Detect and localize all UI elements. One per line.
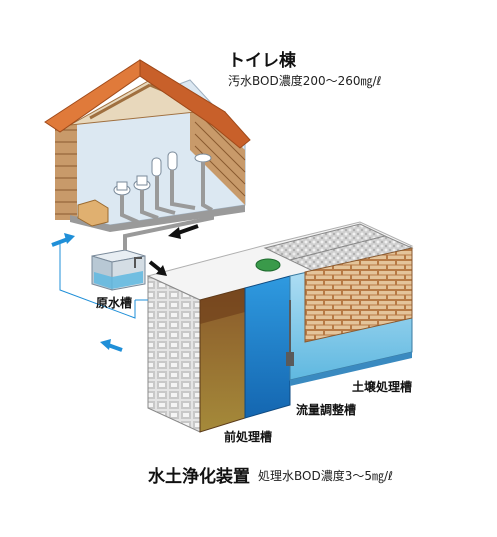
- arrow-sewage: [177, 224, 199, 235]
- toilet-bod: 汚水BOD濃度200～260㎎/ℓ: [228, 74, 382, 88]
- toilet-fixtures: [113, 151, 212, 196]
- soil-tank-label: 土壌処理槽: [352, 380, 413, 394]
- log-wall-left: [55, 120, 77, 220]
- toilet-building: [44, 59, 251, 250]
- toilet-title: トイレ棟: [228, 51, 296, 71]
- flow-arrows: [51, 224, 199, 352]
- device-title: 水土浄化装置: [148, 467, 250, 487]
- pre-tank-label: 前処理槽: [224, 430, 273, 444]
- flow-tank-label: 流量調整槽: [296, 403, 357, 417]
- arrow-return: [107, 343, 123, 352]
- device-bod: 処理水BOD濃度3～5㎎/ℓ: [258, 469, 393, 483]
- raw-water-tank: [91, 240, 146, 291]
- arrow-into-device: [148, 260, 162, 272]
- purification-device: [146, 221, 414, 433]
- arrow-to-building: [51, 237, 69, 247]
- drain-pipes: [120, 162, 214, 250]
- raw-tank-label: 原水槽: [96, 296, 133, 310]
